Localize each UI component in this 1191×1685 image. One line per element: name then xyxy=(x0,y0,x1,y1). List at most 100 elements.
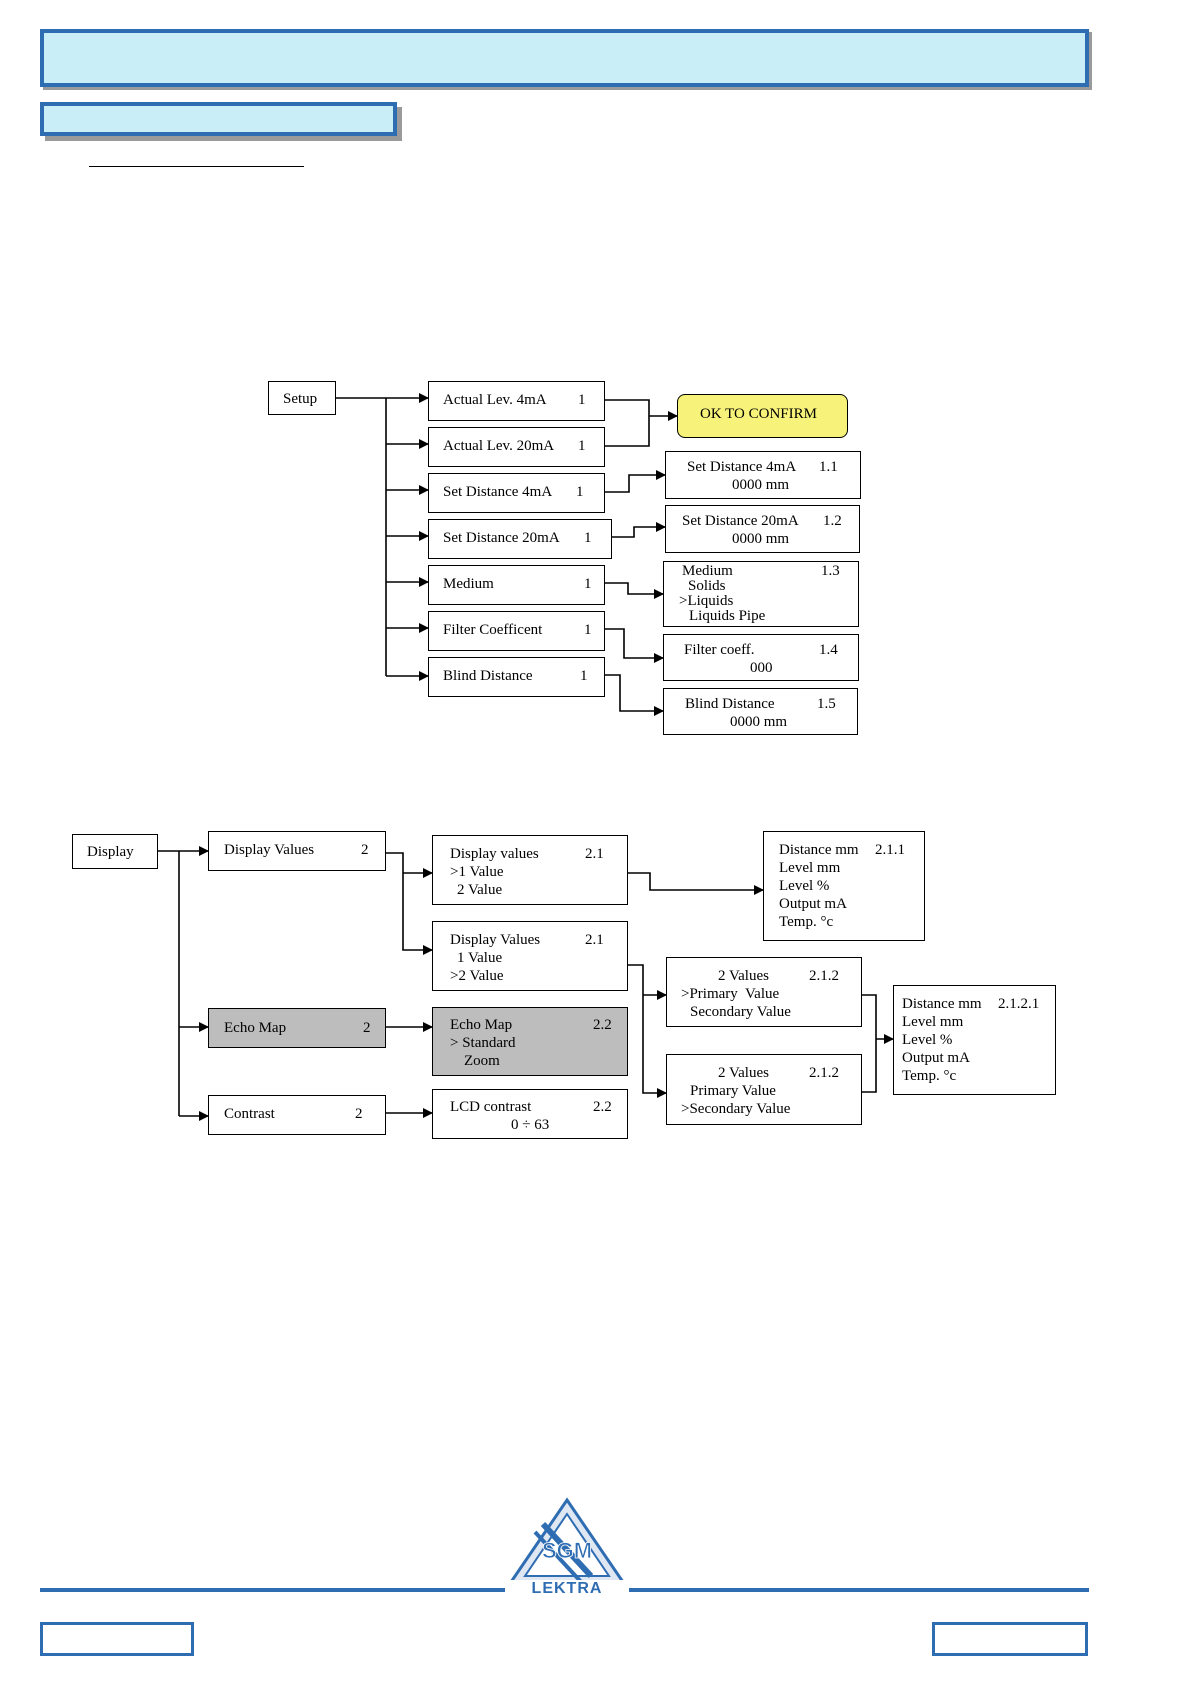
detail-code: 1.2 xyxy=(823,513,842,529)
setup-item-label: Blind Distance xyxy=(443,668,533,684)
list-display-values-1: Distance mm 2.1.1 Level mm Level % Outpu… xyxy=(763,831,925,941)
two-values-secondary: 2 Values 2.1.2 Primary Value >Secondary … xyxy=(666,1054,862,1125)
sub-echo-map: Echo Map 2.2 > Standard Zoom xyxy=(432,1007,628,1076)
sub-title: LCD contrast xyxy=(450,1099,532,1115)
display-item-code: 2 xyxy=(363,1020,371,1036)
two-values-option: Primary Value xyxy=(690,1083,776,1099)
page-header-bar xyxy=(40,29,1089,87)
setup-item-label: Actual Lev. 4mA xyxy=(443,392,547,408)
sub-lcd-contrast: LCD contrast 2.2 0 ÷ 63 xyxy=(432,1089,628,1139)
display-item-code: 2 xyxy=(355,1106,363,1122)
setup-item-code: 1 xyxy=(584,530,592,546)
sub-option: Zoom xyxy=(464,1053,500,1069)
detail-title: Set Distance 4mA xyxy=(687,459,797,475)
list-item: Level % xyxy=(779,878,830,894)
svg-text:SGM: SGM xyxy=(542,1538,592,1563)
section-header-bar xyxy=(40,102,397,136)
list-title: Distance mm xyxy=(902,996,982,1012)
detail-title: Medium xyxy=(682,563,733,579)
ok-to-confirm-button[interactable]: OK TO CONFIRM xyxy=(677,394,848,438)
detail-set-distance-4ma: Set Distance 4mA 1.1 0000 mm xyxy=(665,451,861,499)
display-item-contrast[interactable]: Contrast 2 xyxy=(208,1095,386,1135)
two-values-code: 2.1.2 xyxy=(809,968,839,984)
two-values-option-selected: >Secondary Value xyxy=(681,1101,791,1117)
logo-wordmark: LEKTRA xyxy=(505,1580,629,1598)
detail-option-selected: >Liquids xyxy=(679,593,734,609)
list-display-values-2: Distance mm 2.1.2.1 Level mm Level % Out… xyxy=(893,985,1056,1095)
setup-item-code: 1 xyxy=(580,668,588,684)
sub-option-selected: >1 Value xyxy=(450,864,504,880)
display-root-label: Display xyxy=(87,844,134,860)
setup-item-label: Actual Lev. 20mA xyxy=(443,438,555,454)
setup-item-actual-lev-20ma[interactable]: Actual Lev. 20mA 1 xyxy=(428,427,605,467)
two-values-primary: 2 Values 2.1.2 >Primary Value Secondary … xyxy=(666,957,862,1027)
list-item: Level % xyxy=(902,1032,953,1048)
list-item: Output mA xyxy=(902,1050,970,1066)
detail-medium: Medium 1.3 Solids >Liquids Liquids Pipe xyxy=(663,561,859,627)
detail-option: Liquids Pipe xyxy=(689,608,766,624)
setup-item-code: 1 xyxy=(584,622,592,638)
logo-triangle-icon: SGM xyxy=(508,1497,626,1586)
two-values-title: 2 Values xyxy=(718,968,769,984)
display-item-label: Contrast xyxy=(224,1106,275,1122)
display-root-node[interactable]: Display xyxy=(72,834,158,869)
detail-value: 000 xyxy=(750,660,773,676)
detail-value: 0000 mm xyxy=(732,477,790,493)
list-item: Level mm xyxy=(779,860,841,876)
display-item-code: 2 xyxy=(361,842,369,858)
detail-code: 1.4 xyxy=(819,642,838,658)
detail-title: Blind Distance xyxy=(685,696,775,712)
display-item-label: Display Values xyxy=(224,842,315,858)
setup-root-node[interactable]: Setup xyxy=(268,381,336,415)
list-code: 2.1.1 xyxy=(875,842,905,858)
two-values-option: Secondary Value xyxy=(690,1004,791,1020)
list-item: Output mA xyxy=(779,896,847,912)
sub-option: 2 Value xyxy=(457,882,503,898)
sub-code: 2.2 xyxy=(593,1017,612,1033)
list-title: Distance mm xyxy=(779,842,859,858)
detail-title: Set Distance 20mA xyxy=(682,513,799,529)
display-item-echo-map[interactable]: Echo Map 2 xyxy=(208,1008,386,1048)
sub-code: 2.2 xyxy=(593,1099,612,1115)
sub-option-selected: >2 Value xyxy=(450,968,504,984)
sub-code: 2.1 xyxy=(585,846,604,862)
footer-right-box xyxy=(932,1622,1088,1656)
setup-item-actual-lev-4ma[interactable]: Actual Lev. 4mA 1 xyxy=(428,381,605,421)
detail-value: 0000 mm xyxy=(730,714,788,730)
setup-item-set-distance-20ma[interactable]: Set Distance 20mA 1 xyxy=(428,519,612,559)
detail-title: Filter coeff. xyxy=(684,642,755,658)
ok-to-confirm-label: OK TO CONFIRM xyxy=(700,406,817,422)
setup-item-code: 1 xyxy=(578,392,586,408)
setup-item-set-distance-4ma[interactable]: Set Distance 4mA 1 xyxy=(428,473,605,513)
setup-item-code: 1 xyxy=(584,576,592,592)
detail-code: 1.1 xyxy=(819,459,838,475)
two-values-option-selected: >Primary Value xyxy=(681,986,780,1002)
setup-item-label: Medium xyxy=(443,576,494,592)
setup-item-label: Set Distance 4mA xyxy=(443,484,553,500)
detail-option: Solids xyxy=(688,578,726,594)
setup-item-label: Set Distance 20mA xyxy=(443,530,560,546)
setup-item-medium[interactable]: Medium 1 xyxy=(428,565,605,605)
sub-title: Display values xyxy=(450,846,539,862)
display-item-display-values[interactable]: Display Values 2 xyxy=(208,831,386,871)
setup-item-filter-coefficent[interactable]: Filter Coefficent 1 xyxy=(428,611,605,651)
detail-filter-coeff: Filter coeff. 1.4 000 xyxy=(663,634,859,681)
sub-option: 1 Value xyxy=(457,950,503,966)
sub-option-selected: > Standard xyxy=(450,1035,516,1051)
two-values-title: 2 Values xyxy=(718,1065,769,1081)
list-code: 2.1.2.1 xyxy=(998,996,1040,1012)
heading-underline xyxy=(89,166,304,167)
list-item: Temp. °c xyxy=(779,914,834,930)
detail-code: 1.3 xyxy=(821,563,840,579)
sub-display-values-2: Display Values 2.1 1 Value >2 Value xyxy=(432,921,628,991)
detail-blind-distance: Blind Distance 1.5 0000 mm xyxy=(663,688,858,735)
setup-item-blind-distance[interactable]: Blind Distance 1 xyxy=(428,657,605,697)
sub-title: Echo Map xyxy=(450,1017,513,1033)
sub-display-values-1: Display values 2.1 >1 Value 2 Value xyxy=(432,835,628,905)
detail-value: 0000 mm xyxy=(732,531,790,547)
detail-set-distance-20ma: Set Distance 20mA 1.2 0000 mm xyxy=(665,505,860,553)
detail-code: 1.5 xyxy=(817,696,836,712)
display-item-label: Echo Map xyxy=(224,1020,287,1036)
sub-value: 0 ÷ 63 xyxy=(511,1117,550,1133)
